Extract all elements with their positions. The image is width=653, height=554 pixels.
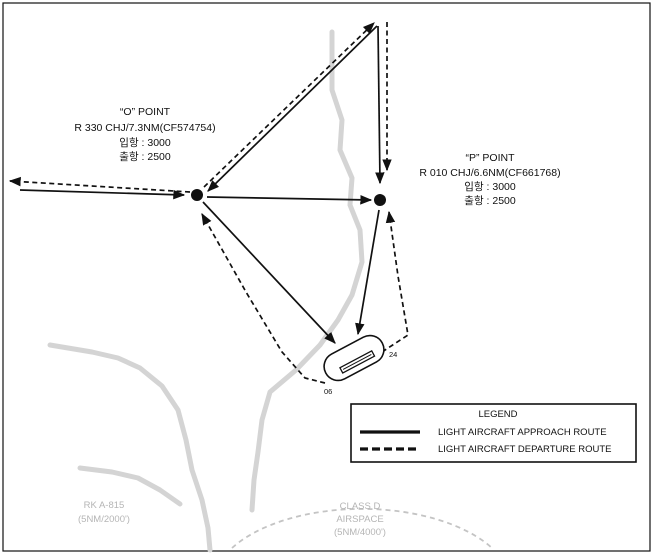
- ridge-spur: [77, 465, 183, 507]
- class-d-name: CLASS D: [340, 501, 381, 512]
- reporting-point-p: [374, 194, 386, 206]
- point-o-name: “O” POINT: [120, 106, 171, 118]
- legend: LEGEND LIGHT AIRCRAFT APPROACH ROUTE LIG…: [350, 403, 637, 463]
- rk-a815-name: RK A-815: [84, 500, 125, 511]
- class-d-airspace-boundary: [231, 508, 493, 549]
- approach-route-p-to-runway: [355, 209, 380, 336]
- rk-a815-label: RK A-815 (5NM/2000'): [78, 500, 130, 525]
- departure-route-o-to-west: [8, 176, 191, 193]
- departure-route-runway24-to-p: [381, 210, 409, 353]
- point-o-labels: “O” POINT R 330 CHJ/7.3NM(CF574754) 입항 :…: [74, 106, 215, 163]
- point-o-arrival-altitude: 입항 : 3000: [119, 136, 171, 149]
- runway-end-24: 24: [389, 350, 397, 359]
- airport-outline: [323, 334, 385, 382]
- point-p-labels: “P” POINT R 010 CHJ/6.6NM(CF661768) 입항 :…: [419, 152, 560, 207]
- point-p-arrival-altitude: 입항 : 3000: [464, 180, 516, 193]
- point-p-name: “P” POINT: [466, 152, 516, 164]
- rk-a815-limits: (5NM/2000'): [78, 514, 130, 525]
- class-d-limits: (5NM/4000'): [334, 527, 386, 538]
- departure-route-o-to-north: [203, 22, 375, 188]
- point-o-departure-altitude: 출항 : 2500: [119, 151, 171, 163]
- approach-route-north-to-p: [375, 25, 385, 185]
- reporting-point-o: [191, 189, 203, 201]
- departure-route-runway06-to-o: [201, 212, 326, 384]
- point-p-radial: R 010 CHJ/6.6NM(CF661768): [419, 167, 560, 179]
- approach-route-o-to-p: [206, 195, 373, 205]
- approach-route-o-to-runway: [202, 201, 336, 344]
- point-o-radial: R 330 CHJ/7.3NM(CF574754): [74, 122, 215, 134]
- airport: [323, 334, 385, 382]
- class-d-label: CLASS D AIRSPACE (5NM/4000'): [334, 501, 386, 538]
- point-p-departure-altitude: 출항 : 2500: [464, 195, 516, 207]
- approach-route-west-to-o: [19, 189, 186, 200]
- terrain-ridges: [47, 29, 365, 553]
- departure-routes: [8, 22, 409, 384]
- ridge-north: [249, 29, 365, 513]
- legend-title: LEGEND: [478, 409, 517, 420]
- runway-end-06: 06: [324, 387, 332, 396]
- legend-approach-label: LIGHT AIRCRAFT APPROACH ROUTE: [438, 427, 607, 438]
- legend-departure-label: LIGHT AIRCRAFT DEPARTURE ROUTE: [438, 444, 612, 455]
- approach-route-north-to-o: [207, 25, 378, 192]
- approach-routes: [19, 25, 385, 344]
- ridge-west: [47, 342, 213, 553]
- class-d-type: AIRSPACE: [336, 514, 383, 525]
